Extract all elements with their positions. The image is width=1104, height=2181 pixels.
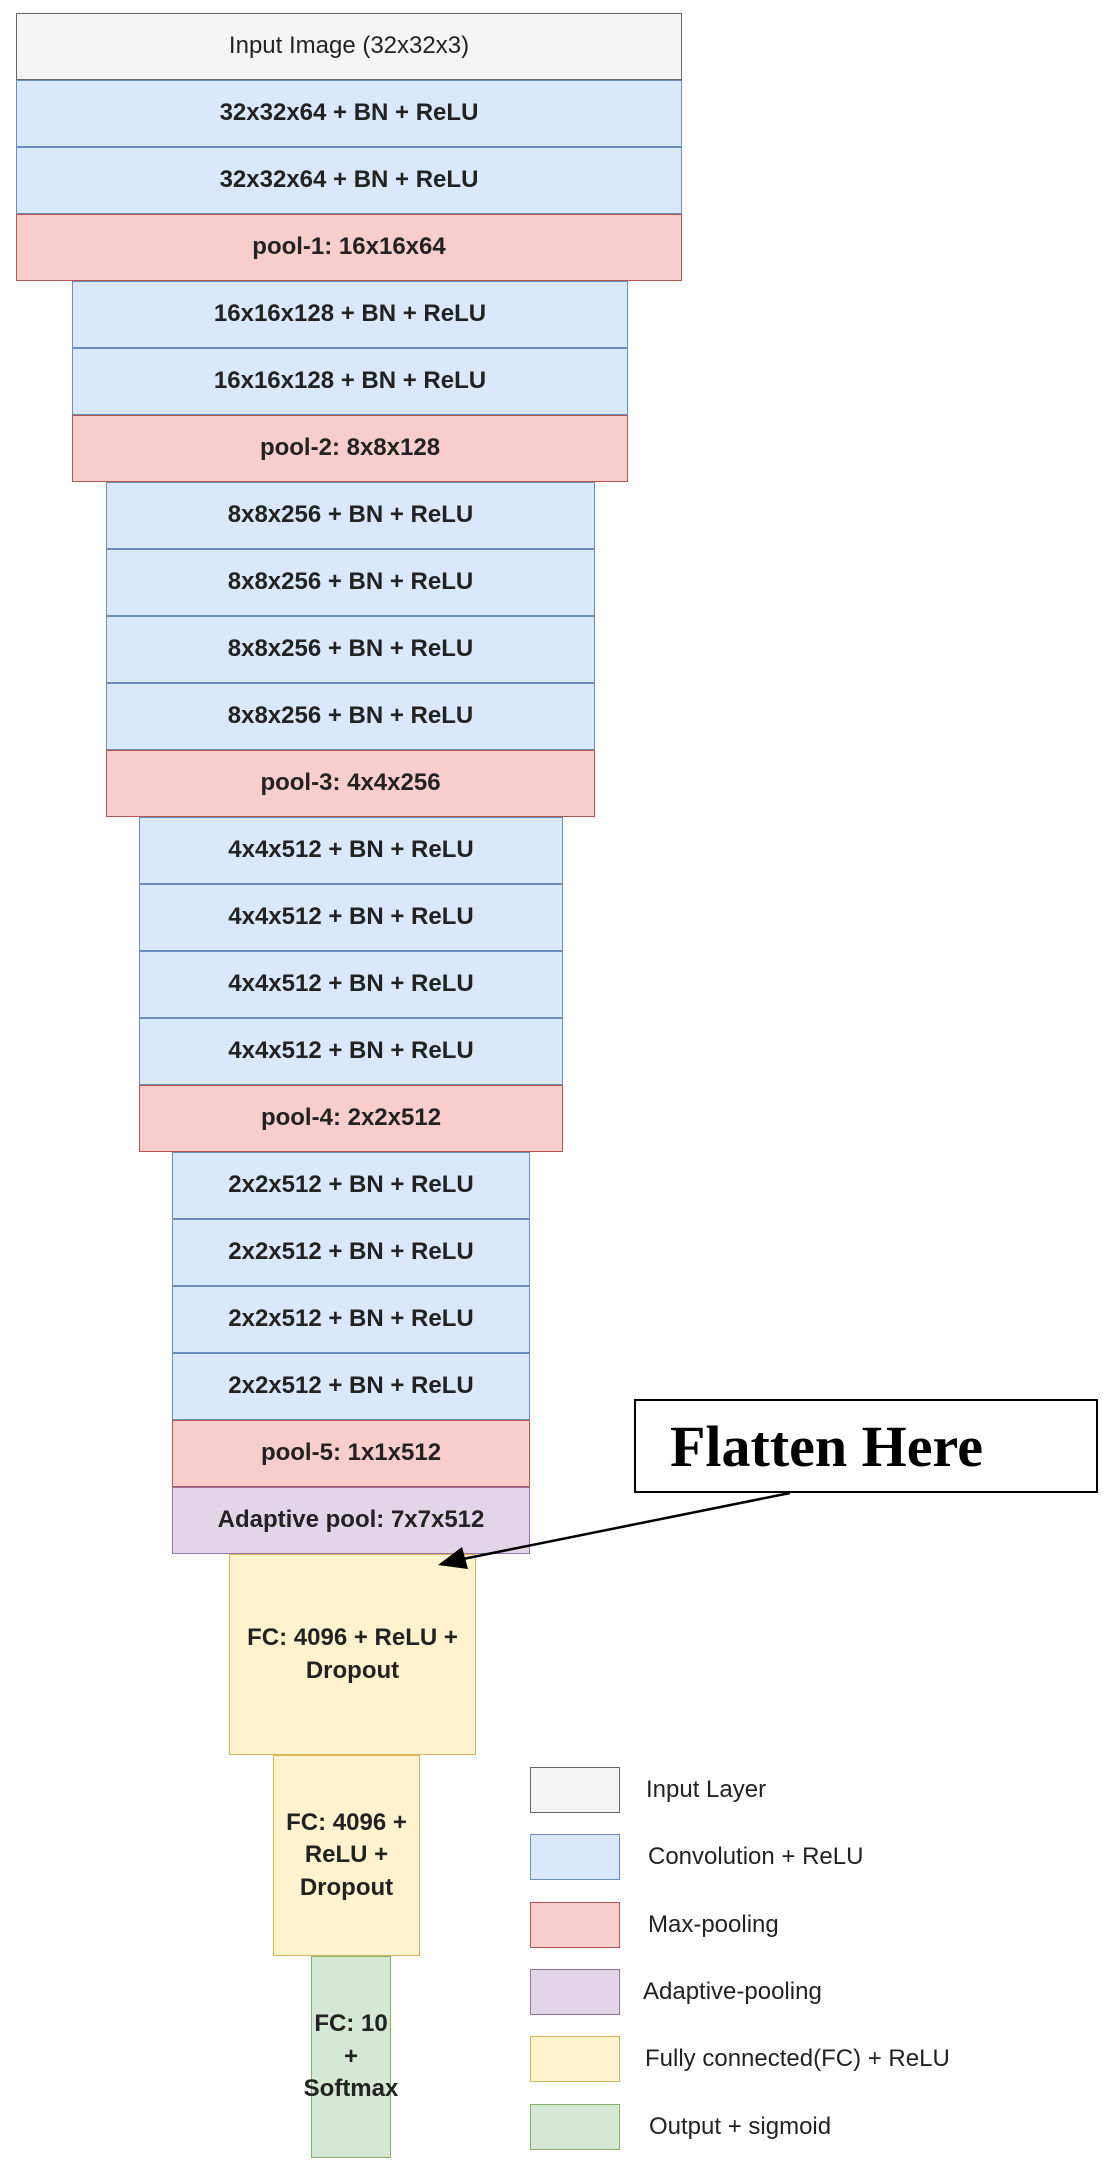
flatten-arrow-head: [438, 1547, 468, 1569]
conv-layer-block: 8x8x256 + BN + ReLU: [106, 683, 595, 750]
conv-layer-block: 8x8x256 + BN + ReLU: [106, 616, 595, 683]
legend-swatch-adapt: [530, 1969, 620, 2015]
conv-layer-block: 2x2x512 + BN + ReLU: [172, 1152, 530, 1219]
legend-swatch-fc: [530, 2036, 620, 2082]
fc-layer-block: FC: 4096 + ReLU + Dropout: [273, 1755, 420, 1956]
conv-layer-block: 4x4x512 + BN + ReLU: [139, 817, 563, 884]
conv-layer-block: 32x32x64 + BN + ReLU: [16, 80, 682, 147]
legend-swatch-conv: [530, 1834, 620, 1880]
pool-layer-block: pool-4: 2x2x512: [139, 1085, 563, 1152]
legend-label-input: Input Layer: [646, 1776, 767, 1803]
conv-layer-block: 4x4x512 + BN + ReLU: [139, 951, 563, 1018]
fc-layer-block: FC: 4096 + ReLU + Dropout: [229, 1554, 476, 1755]
legend-label-adapt: Adaptive-pooling: [643, 1978, 822, 2005]
pool-layer-block: pool-2: 8x8x128: [72, 415, 628, 482]
output-layer-block: FC: 10 + Softmax: [304, 1956, 398, 2158]
flatten-arrow-line: [457, 1491, 791, 1562]
input-layer-block: Input Image (32x32x3): [16, 13, 682, 80]
legend-swatch-out: [530, 2104, 620, 2150]
legend-label-fc: Fully connected(FC) + ReLU: [645, 2045, 950, 2072]
legend-label-pool: Max-pooling: [648, 1911, 779, 1938]
conv-layer-block: 4x4x512 + BN + ReLU: [139, 1018, 563, 1085]
flatten-callout-box: Flatten Here: [634, 1399, 1098, 1493]
conv-layer-block: 16x16x128 + BN + ReLU: [72, 348, 628, 415]
conv-layer-block: 2x2x512 + BN + ReLU: [172, 1286, 530, 1353]
legend-label-conv: Convolution + ReLU: [648, 1843, 864, 1870]
conv-layer-block: 8x8x256 + BN + ReLU: [106, 549, 595, 616]
adaptive-pool-block: Adaptive pool: 7x7x512: [172, 1487, 530, 1554]
pool-layer-block: pool-5: 1x1x512: [172, 1420, 530, 1487]
pool-layer-block: pool-3: 4x4x256: [106, 750, 595, 817]
conv-layer-block: 8x8x256 + BN + ReLU: [106, 482, 595, 549]
conv-layer-block: 4x4x512 + BN + ReLU: [139, 884, 563, 951]
legend-label-out: Output + sigmoid: [649, 2113, 832, 2140]
conv-layer-block: 2x2x512 + BN + ReLU: [172, 1219, 530, 1286]
legend-swatch-pool: [530, 1902, 620, 1948]
legend-swatch-input: [530, 1767, 620, 1813]
conv-layer-block: 16x16x128 + BN + ReLU: [72, 281, 628, 348]
pool-layer-block: pool-1: 16x16x64: [16, 214, 682, 281]
conv-layer-block: 2x2x512 + BN + ReLU: [172, 1353, 530, 1420]
conv-layer-block: 32x32x64 + BN + ReLU: [16, 147, 682, 214]
